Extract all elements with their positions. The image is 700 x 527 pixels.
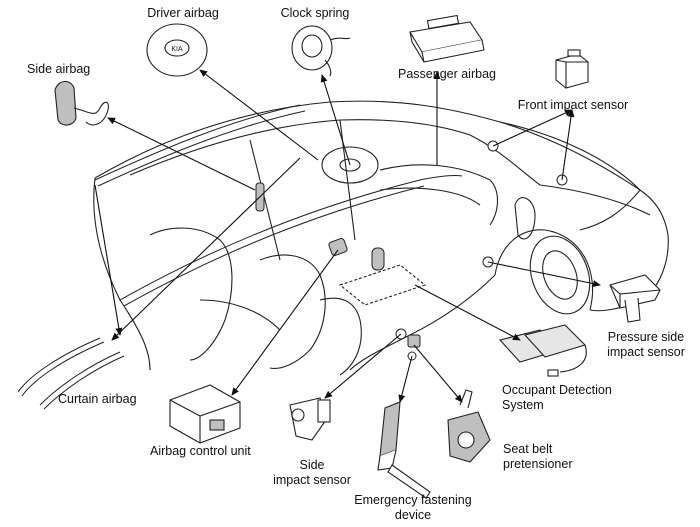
label-airbag-control-unit: Airbag control unit xyxy=(150,444,251,458)
label-front-impact-sensor: Front impact sensor xyxy=(517,98,629,112)
label-clock-spring: Clock spring xyxy=(280,6,350,20)
emergency-fastening-device-illustration xyxy=(377,401,431,499)
label-seat-belt-pretensioner: Seat belt pretensioner xyxy=(503,442,573,471)
label-pressure-side-impact-sensor: Pressure side impact sensor xyxy=(607,330,685,359)
side-impact-sensor-illustration xyxy=(289,397,331,441)
passenger-airbag-illustration xyxy=(409,14,485,63)
curtain-airbag-illustration xyxy=(17,337,125,410)
occupant-detection-system-illustration xyxy=(498,324,587,377)
label-passenger-airbag: Passenger airbag xyxy=(398,67,496,81)
label-side-impact-sensor: Side impact sensor xyxy=(273,458,351,487)
leader-arrows xyxy=(94,69,601,403)
seat-belt-pretensioner-illustration xyxy=(447,389,491,463)
label-driver-airbag: Driver airbag xyxy=(147,6,219,20)
side-airbag-illustration xyxy=(54,80,109,126)
pressure-side-impact-sensor-illustration xyxy=(609,274,661,323)
front-impact-sensor-illustration xyxy=(555,49,589,89)
label-curtain-airbag: Curtain airbag xyxy=(58,392,137,406)
label-emergency-fastening-device: Emergency fastening device xyxy=(354,493,472,522)
airbag-control-unit-illustration xyxy=(169,384,241,444)
svg-text:KIA: KIA xyxy=(171,46,183,53)
car-body xyxy=(93,100,669,376)
label-side-airbag: Side airbag xyxy=(27,62,91,76)
car-components xyxy=(255,140,568,361)
label-occupant-detection-system: Occupant Detection System xyxy=(502,383,612,412)
driver-airbag-illustration: KIA xyxy=(146,23,208,77)
curtain-airbag-rail xyxy=(94,104,463,307)
clock-spring-illustration xyxy=(291,25,351,77)
